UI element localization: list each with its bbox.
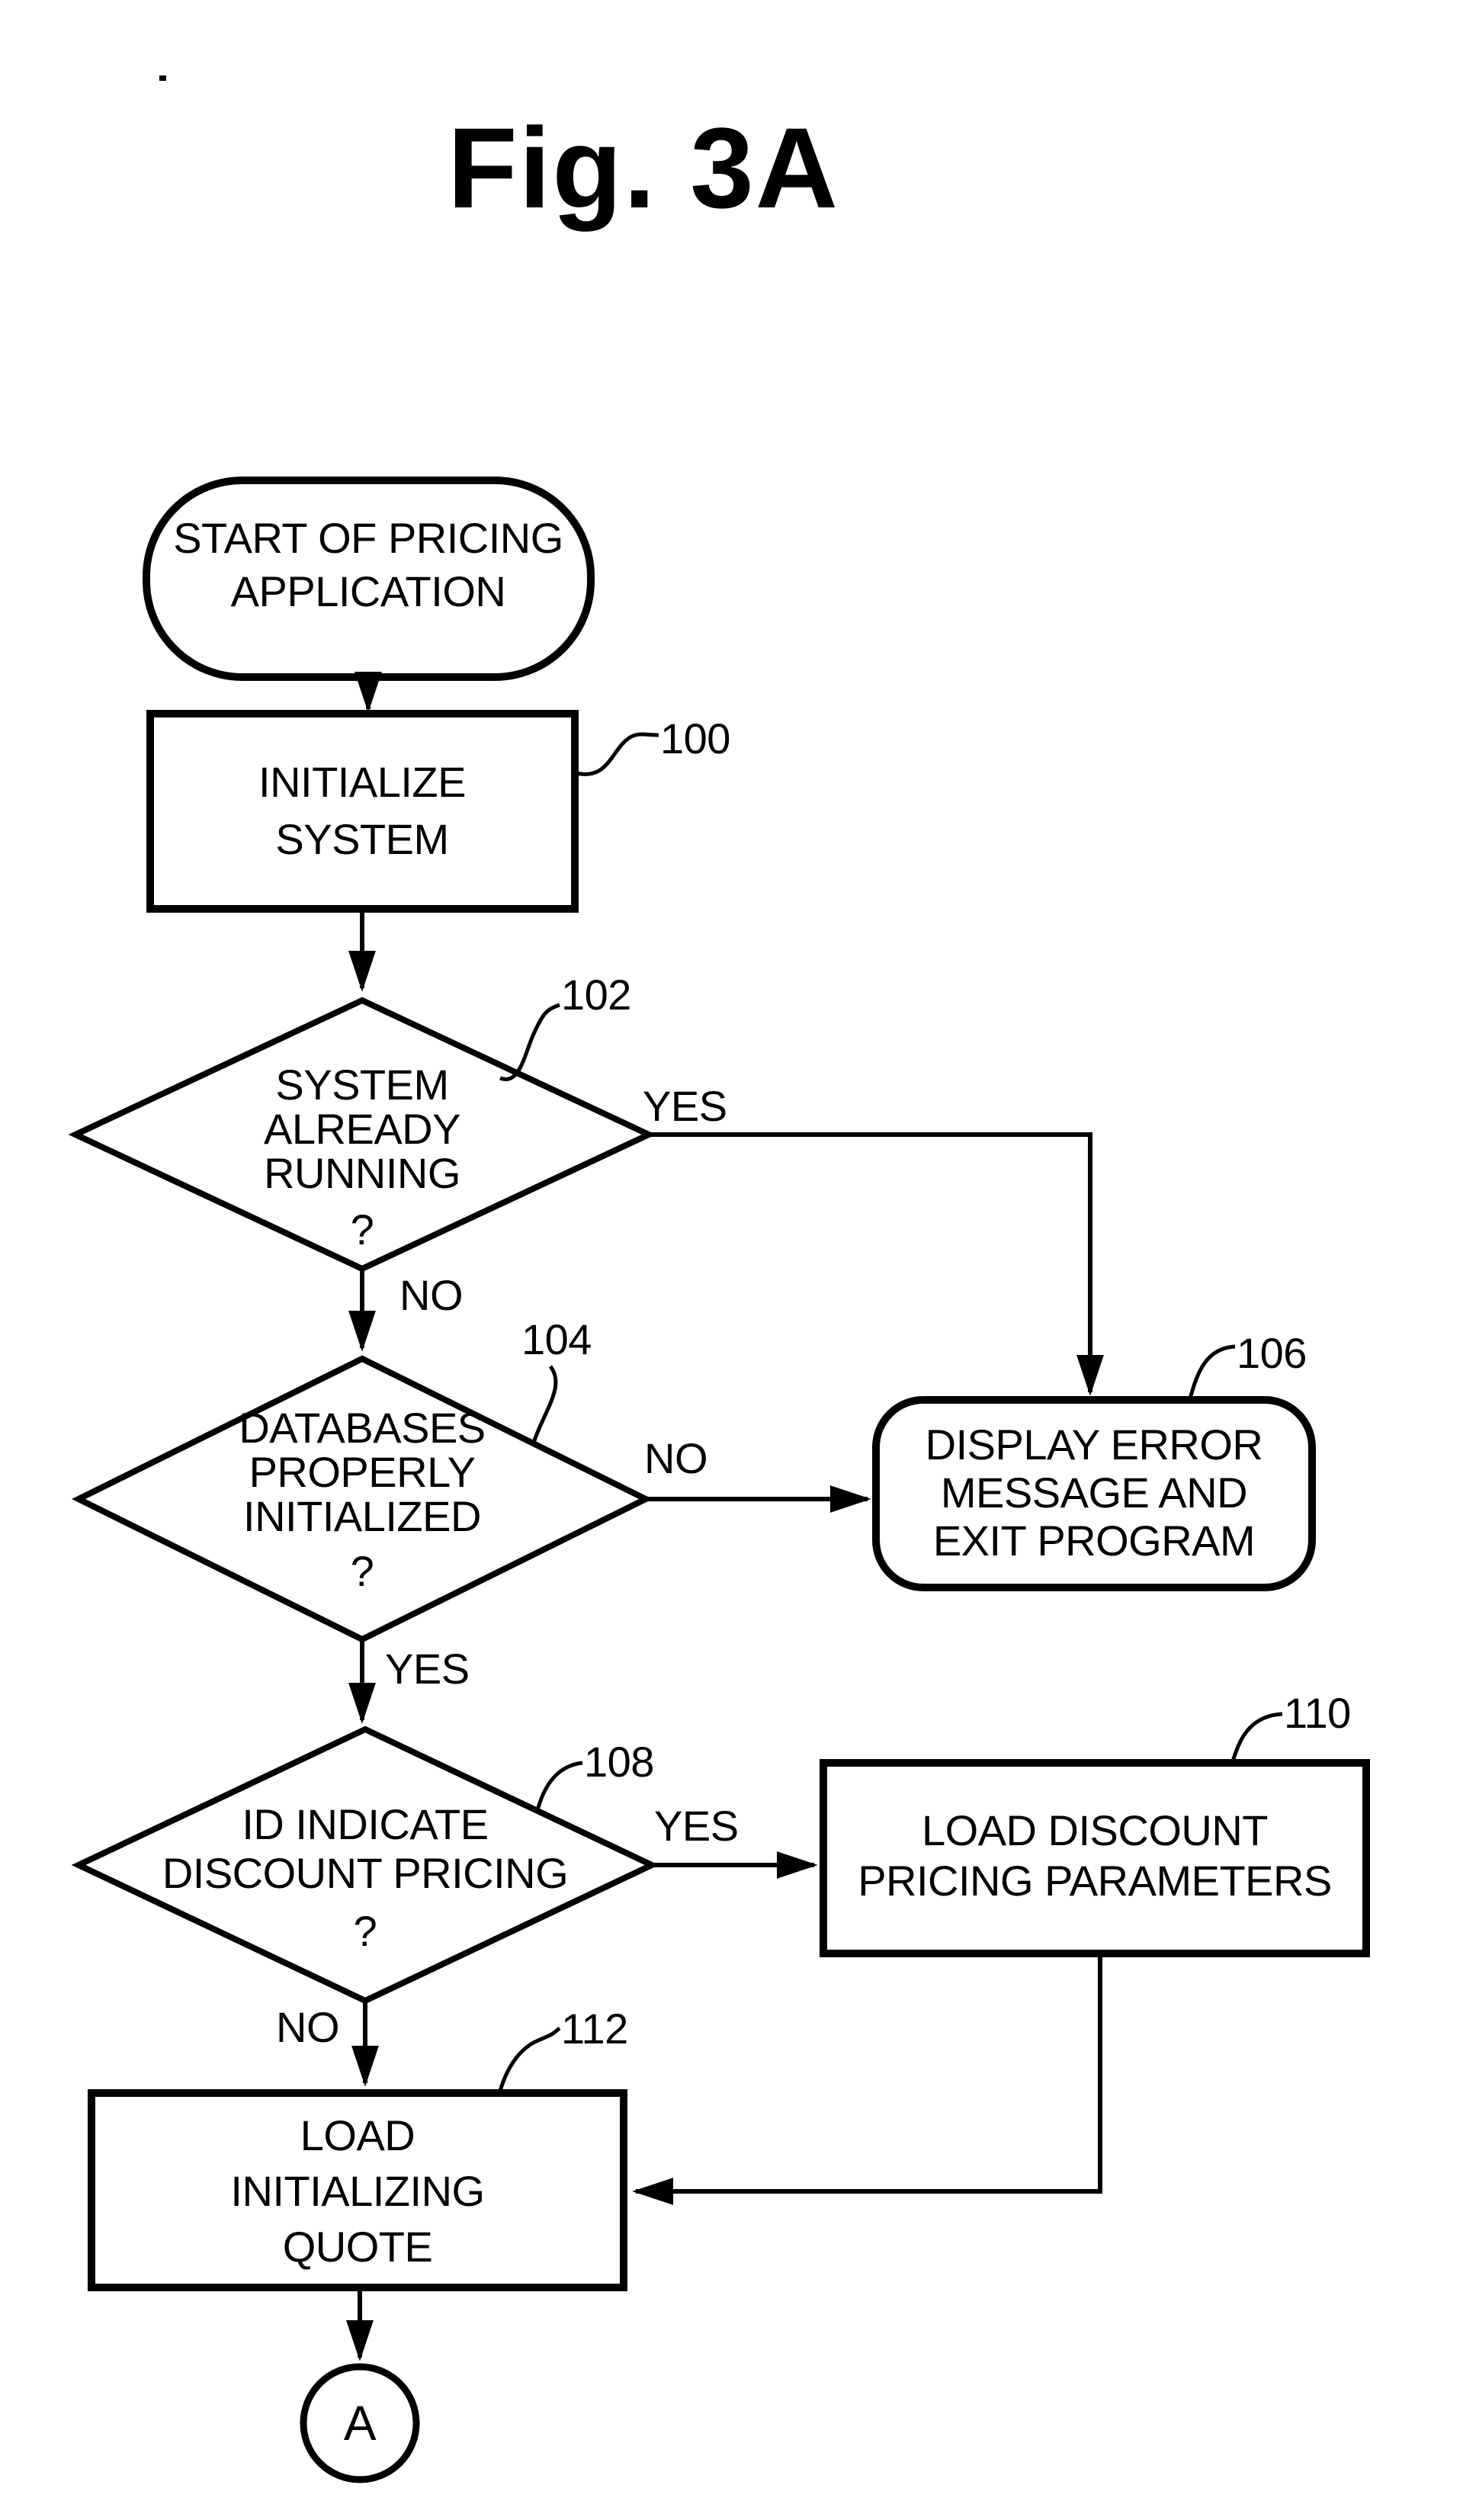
initialize-system-line2: SYSTEM — [275, 815, 448, 863]
ref-label-104: 104 — [521, 1315, 592, 1363]
leader-100 — [576, 732, 659, 776]
initialize-system-shape — [146, 710, 579, 913]
system-running-line1: SYSTEM — [275, 1061, 448, 1109]
discount-line1: ID INDICATE — [242, 1800, 488, 1848]
display-error-line2: MESSAGE AND — [941, 1469, 1247, 1517]
display-error-line1: DISPLAY ERROR — [926, 1421, 1263, 1469]
system-running-line2: ALREADY — [264, 1105, 460, 1153]
ref-label-108: 108 — [584, 1738, 654, 1786]
connector-a-label: A — [344, 2396, 377, 2451]
discount-line2: DISCOUNT PRICING — [162, 1849, 568, 1897]
initialize-system-line1: INITIALIZE — [258, 758, 466, 806]
leader-104 — [531, 1365, 558, 1443]
system-running-line3: RUNNING — [264, 1149, 460, 1197]
edge-label-102-no: NO — [399, 1271, 463, 1319]
node-id-indicate-discount: ID INDICATE DISCOUNT PRICING ? — [71, 1725, 659, 2005]
connector-a-shape — [300, 2363, 420, 2483]
edge-label-104-yes: YES — [385, 1645, 470, 1693]
node-connector-a: A — [300, 2363, 420, 2483]
edge-102-yes-to-106 — [649, 1132, 1104, 1396]
leader-112 — [497, 2027, 561, 2095]
load-discount-shape — [820, 1759, 1370, 1957]
node-databases-initialized: DATABASES PROPERLY INITIALIZED ? — [71, 1355, 653, 1643]
edge-label-108-no: NO — [276, 2003, 339, 2051]
node-initialize-system: INITIALIZE SYSTEM — [146, 710, 579, 913]
ref-label-106: 106 — [1237, 1329, 1307, 1377]
load-quote-line1: LOAD — [300, 2111, 415, 2159]
databases-line2: PROPERLY — [249, 1448, 476, 1496]
system-running-line4: ? — [351, 1205, 374, 1254]
edge-110-to-112 — [632, 1953, 1102, 2205]
display-error-shape — [872, 1396, 1316, 1591]
start-text-line2: APPLICATION — [231, 567, 506, 615]
load-discount-line2: PRICING PARAMETERS — [858, 1857, 1332, 1905]
ref-label-102: 102 — [561, 971, 631, 1019]
figure-title: Fig. 3A — [448, 104, 839, 232]
edge-label-108-yes: YES — [654, 1802, 739, 1850]
ref-label-112: 112 — [561, 2005, 628, 2053]
databases-line4: ? — [351, 1547, 374, 1595]
node-start: START OF PRICING APPLICATION — [143, 477, 595, 681]
ref-label-110: 110 — [1284, 1689, 1351, 1737]
node-display-error: DISPLAY ERROR MESSAGE AND EXIT PROGRAM — [872, 1396, 1316, 1591]
node-load-discount-params: LOAD DISCOUNT PRICING PARAMETERS — [820, 1759, 1370, 1957]
leader-110 — [1230, 1712, 1283, 1765]
edge-label-104-no: NO — [644, 1434, 707, 1482]
leader-102 — [499, 1003, 560, 1081]
load-quote-line2: INITIALIZING — [230, 2167, 484, 2215]
edge-label-102-yes: YES — [643, 1082, 727, 1130]
ref-label-100: 100 — [660, 714, 730, 762]
databases-line1: DATABASES — [239, 1404, 485, 1452]
load-quote-line3: QUOTE — [283, 2223, 433, 2271]
discount-line3: ? — [354, 1907, 377, 1955]
start-text-line1: START OF PRICING — [173, 514, 563, 562]
leader-108 — [534, 1761, 583, 1814]
display-error-line3: EXIT PROGRAM — [933, 1517, 1255, 1565]
load-discount-line1: LOAD DISCOUNT — [922, 1806, 1268, 1854]
load-quote-shape — [88, 2089, 627, 2291]
databases-line3: INITIALIZED — [243, 1492, 481, 1540]
node-load-initializing-quote: LOAD INITIALIZING QUOTE — [88, 2089, 627, 2291]
scan-artifact-dot — [159, 75, 166, 81]
node-system-already-running: SYSTEM ALREADY RUNNING ? — [68, 997, 656, 1273]
leader-106 — [1187, 1344, 1236, 1402]
